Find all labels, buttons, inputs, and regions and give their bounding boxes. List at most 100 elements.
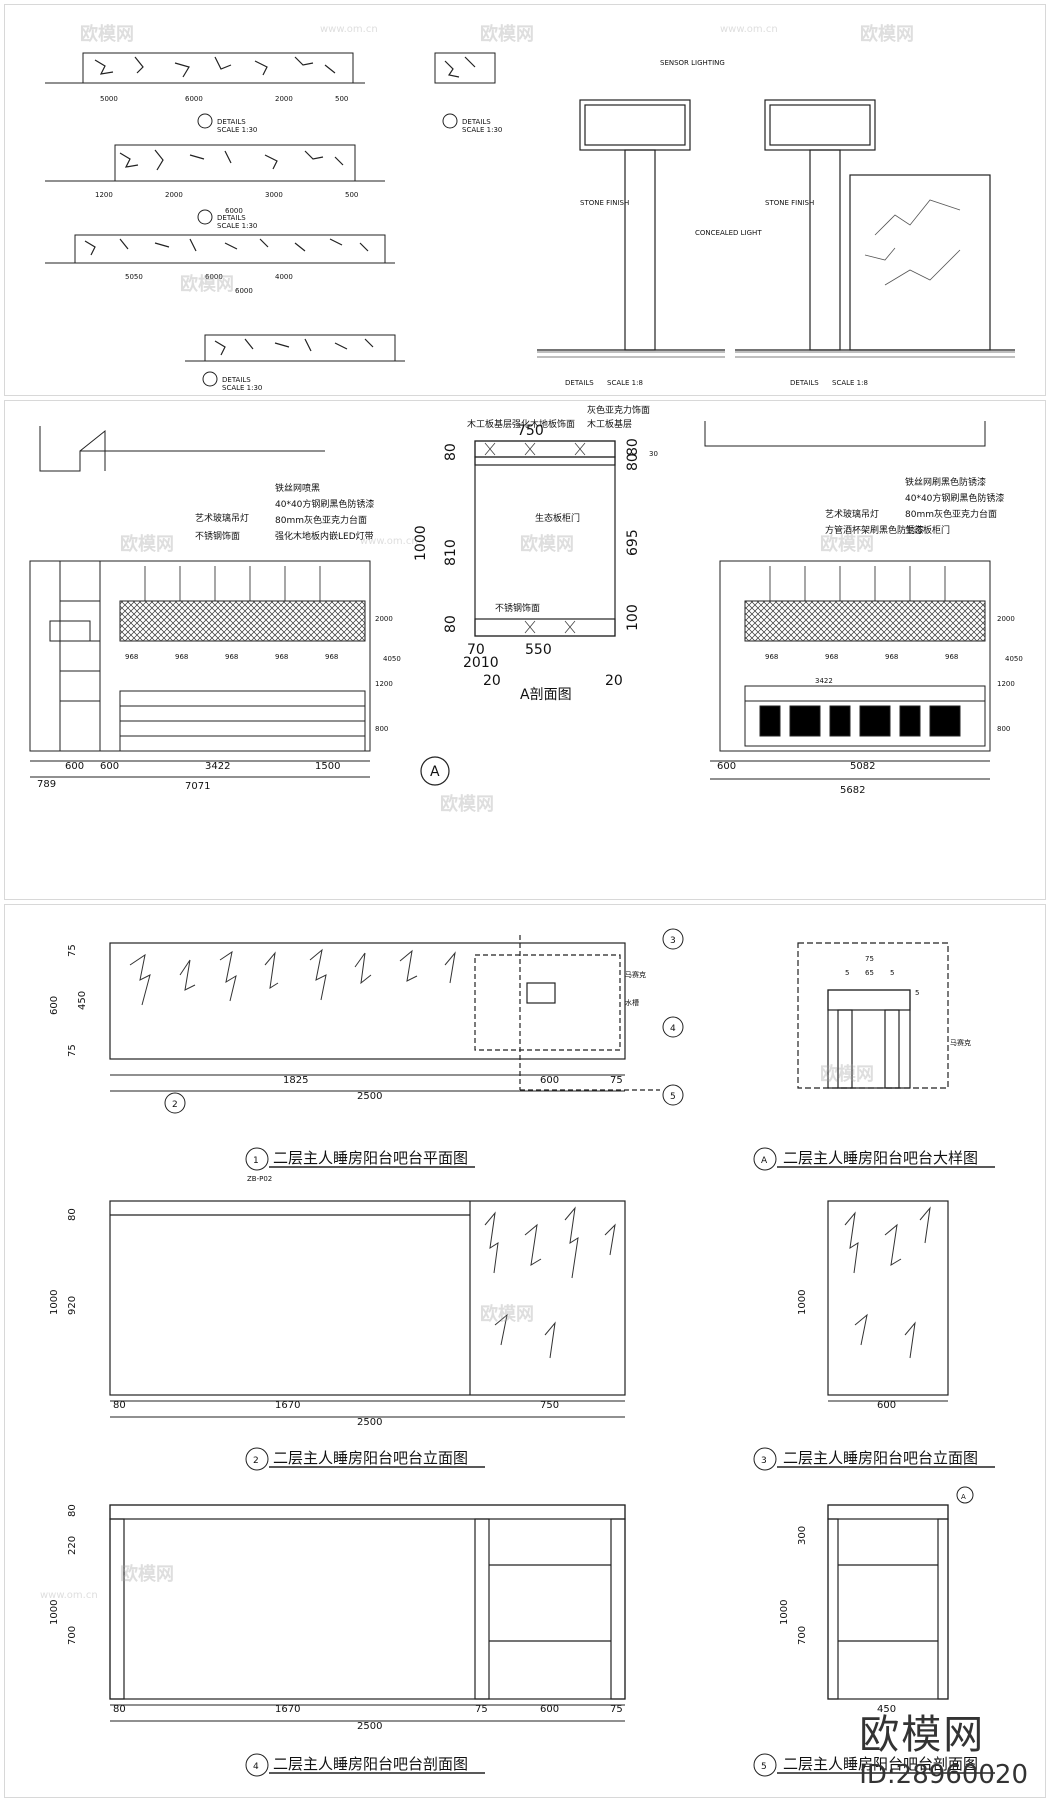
label: 80mm灰色亚克力台面 — [905, 508, 997, 520]
dim: 7071 — [185, 781, 210, 792]
dim: 2000 — [165, 191, 183, 199]
callout: 马赛克 — [950, 1038, 971, 1047]
marker: 2 — [172, 1100, 178, 1110]
details-label: DETAILS — [790, 379, 819, 387]
details-label: DETAILS — [217, 214, 246, 222]
marker: 3 — [670, 936, 676, 946]
dim: 1200 — [997, 680, 1015, 688]
dim: 968 — [325, 653, 338, 661]
label: 铁丝网刷黑色防锈漆 — [905, 476, 986, 488]
label: 40*40方钢刷黑色防锈漆 — [275, 498, 374, 510]
dim: 5 — [845, 969, 849, 977]
svg-text:二层主人睡房阳台吧台立面图: 二层主人睡房阳台吧台立面图 — [273, 1449, 468, 1467]
svg-text:3: 3 — [761, 1456, 767, 1466]
tag: CONCEALED LIGHT — [695, 229, 762, 237]
label: 不锈钢饰面 — [195, 530, 240, 542]
dim: 80 — [625, 438, 641, 456]
title-elevation-3: 3 二层主人睡房阳台吧台立面图 — [753, 1447, 995, 1471]
dim: 800 — [997, 725, 1010, 733]
dim: 700 — [67, 1626, 78, 1645]
dim: 600 — [540, 1075, 559, 1086]
dim: 5000 — [100, 95, 118, 103]
dim: 80 — [625, 453, 641, 471]
dim: 1200 — [375, 680, 393, 688]
dim: 1825 — [283, 1075, 308, 1086]
dim: 3422 — [815, 677, 833, 685]
tag: SENSOR LIGHTING — [660, 59, 725, 67]
dim: 500 — [335, 95, 348, 103]
dim: 2010 — [463, 655, 499, 671]
title-plan: 1 ZB-P02 二层主人睡房阳台吧台平面图 — [245, 1147, 475, 1183]
label: 木工板基层强化木地板饰面 — [467, 418, 575, 430]
dim: 968 — [885, 653, 898, 661]
marker: A — [961, 1493, 966, 1501]
dim: 2000 — [375, 615, 393, 623]
label: 艺术玻璃吊灯 — [825, 508, 879, 520]
dim: 1670 — [275, 1704, 300, 1715]
dim: 1000 — [49, 1600, 60, 1625]
dim: 3422 — [205, 761, 230, 772]
detail-a — [797, 942, 949, 1089]
panel-balcony-bar: 75 450 75 600 1825 600 75 2500 马赛克 水槽 3 … — [4, 904, 1046, 1798]
dim: 4050 — [383, 655, 401, 663]
dim: 5082 — [850, 761, 875, 772]
dim: 70 — [467, 642, 485, 658]
dim: 1200 — [95, 191, 113, 199]
stone-pattern — [84, 56, 476, 356]
label: 方管酒杯架刷黑色防锈漆 — [825, 524, 924, 536]
label: 生态板柜门 — [905, 524, 950, 536]
bar-elevation-drawing: 铁丝网喷黑 40*40方钢刷黑色防锈漆 艺术玻璃吊灯 80mm灰色亚克力台面 不… — [29, 404, 1023, 796]
dim: 1000 — [779, 1600, 790, 1625]
title-elevation-2: 2 二层主人睡房阳台吧台立面图 — [245, 1447, 485, 1471]
dim: 5 — [915, 989, 919, 997]
dim: 4000 — [275, 273, 293, 281]
dim: 600 — [717, 761, 736, 772]
dim: 100 — [625, 604, 641, 631]
dim: 75 — [610, 1075, 623, 1086]
brand-stamp: 欧模网 ID:28960020 — [859, 1702, 1028, 1790]
title-detail: A 二层主人睡房阳台吧台大样图 — [753, 1147, 995, 1171]
svg-text:4: 4 — [253, 1762, 259, 1772]
dim: 600 — [65, 761, 84, 772]
panel-bar-elevations: 铁丝网喷黑 40*40方钢刷黑色防锈漆 艺术玻璃吊灯 80mm灰色亚克力台面 不… — [4, 400, 1046, 900]
label: 80mm灰色亚克力台面 — [275, 514, 367, 526]
dim: 80 — [67, 1208, 78, 1221]
dim: 1000 — [797, 1290, 808, 1315]
dim: 2500 — [357, 1091, 382, 1102]
scale-label: SCALE 1:8 — [832, 379, 868, 387]
dim: 300 — [797, 1526, 808, 1545]
scale-label: SCALE 1:30 — [217, 222, 257, 230]
details-label: DETAILS — [462, 118, 491, 126]
dim: 600 — [877, 1400, 896, 1411]
label: 艺术玻璃吊灯 — [195, 512, 249, 524]
dim: 80 — [113, 1704, 126, 1715]
elevation-2 — [109, 1200, 626, 1396]
callout: 马赛克 — [625, 970, 646, 979]
label: 不锈钢饰面 — [495, 602, 540, 614]
dim: 75 — [67, 944, 78, 957]
dim: 600 — [540, 1704, 559, 1715]
label: 强化木地板内嵌LED灯带 — [275, 530, 374, 542]
section-title: A剖面图 — [520, 687, 572, 703]
dim: 5682 — [840, 785, 865, 796]
tag: STONE FINISH — [580, 199, 629, 207]
svg-text:5: 5 — [761, 1762, 767, 1772]
section-marker — [420, 756, 450, 786]
scale-label: SCALE 1:8 — [607, 379, 643, 387]
svg-text:2: 2 — [253, 1456, 259, 1466]
dim: 700 — [797, 1626, 808, 1645]
details-label: DETAILS — [217, 118, 246, 126]
elevation-3 — [827, 1200, 949, 1396]
dim: 968 — [765, 653, 778, 661]
section-5 — [827, 1504, 949, 1700]
scale-label: SCALE 1:30 — [222, 384, 262, 392]
dim: 75 — [865, 955, 874, 963]
scale-label: SCALE 1:30 — [217, 126, 257, 134]
svg-text:1: 1 — [253, 1156, 259, 1166]
dim: 5 — [890, 969, 894, 977]
dim: 65 — [865, 969, 874, 977]
dim: 80 — [443, 443, 459, 461]
details-label: DETAILS — [222, 376, 251, 384]
dim: 500 — [345, 191, 358, 199]
svg-text:ZB-P02: ZB-P02 — [247, 1175, 272, 1183]
